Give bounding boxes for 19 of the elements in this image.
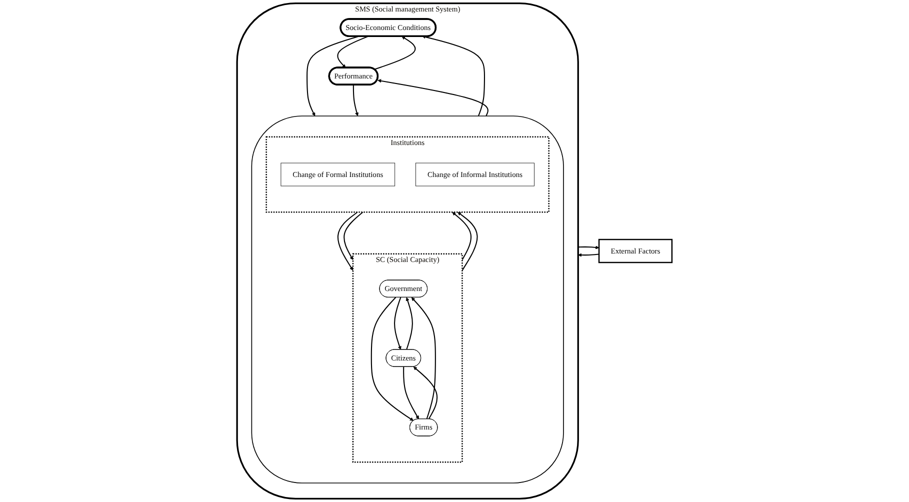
arrow (394, 297, 402, 350)
arrow (337, 36, 368, 68)
arrow (578, 253, 600, 257)
arrow (306, 36, 360, 116)
arrow (406, 297, 413, 350)
arrow (352, 84, 359, 116)
arrow (344, 212, 364, 260)
cluster (251, 116, 564, 484)
arrow (422, 35, 486, 116)
arrow (411, 297, 436, 420)
arrow (578, 246, 600, 250)
arrow (413, 366, 438, 420)
arrow (452, 212, 472, 260)
arrow (378, 79, 488, 116)
arrow (337, 212, 358, 271)
arrow (458, 212, 478, 271)
arrow (374, 36, 416, 70)
arrow (370, 297, 414, 421)
arrow (403, 366, 419, 420)
